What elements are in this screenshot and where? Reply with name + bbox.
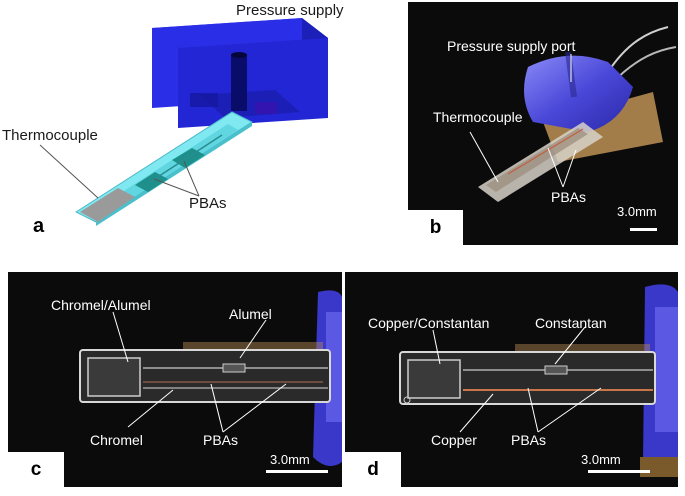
label-wire-bottom-d: Copper — [431, 432, 477, 448]
label-pbas-d: PBAs — [511, 432, 547, 448]
label-wire-top-d: Constantan — [535, 315, 607, 331]
panel-letter-a: a — [33, 215, 45, 237]
scale-bar-d — [588, 470, 650, 473]
label-wire-bottom-c: Chromel — [90, 432, 143, 448]
panel-letter-c: c — [8, 452, 64, 487]
photo-c-drawing — [79, 290, 342, 473]
label-thermocouple-a: Thermocouple — [2, 127, 98, 144]
schematic-drawing — [39, 18, 328, 226]
label-wire-top-c: Alumel — [229, 306, 272, 322]
label-junction-c: Chromel/Alumel — [51, 297, 151, 313]
scale-bar-b — [630, 228, 657, 231]
panel-b-photo: Pressure supply port Thermocouple PBAs 3… — [408, 2, 678, 245]
label-pbas-b: PBAs — [551, 189, 587, 205]
panel-c-photo: Chromel/Alumel Alumel Chromel PBAs 3.0mm… — [8, 272, 342, 487]
panel-a-schematic: Pressure supply port Thermocouple PBAs a — [0, 0, 345, 245]
panel-d-photo: Copper/Constantan Constantan Copper PBAs… — [345, 272, 678, 487]
scale-label-b: 3.0mm — [617, 204, 657, 219]
port-cylinder — [231, 52, 247, 111]
schematic-leaders — [39, 144, 200, 199]
label-pressure-port-b: Pressure supply port — [447, 38, 576, 54]
photo-b-drawing — [469, 26, 677, 231]
panel-letter-b: b — [408, 210, 463, 245]
panel-letter-d: d — [345, 452, 401, 487]
label-pbas-c: PBAs — [203, 432, 239, 448]
scale-label-d: 3.0mm — [581, 452, 621, 467]
pressure-block — [152, 18, 328, 128]
label-thermocouple-b: Thermocouple — [433, 109, 523, 125]
scale-label-c: 3.0mm — [270, 452, 310, 467]
sensor-strip — [74, 111, 254, 226]
scale-bar-c — [266, 470, 328, 473]
label-pressure-port-a: Pressure supply port — [236, 2, 345, 19]
photo-d-drawing — [399, 284, 678, 477]
label-junction-d: Copper/Constantan — [368, 315, 490, 331]
label-pbas-a: PBAs — [189, 195, 227, 212]
